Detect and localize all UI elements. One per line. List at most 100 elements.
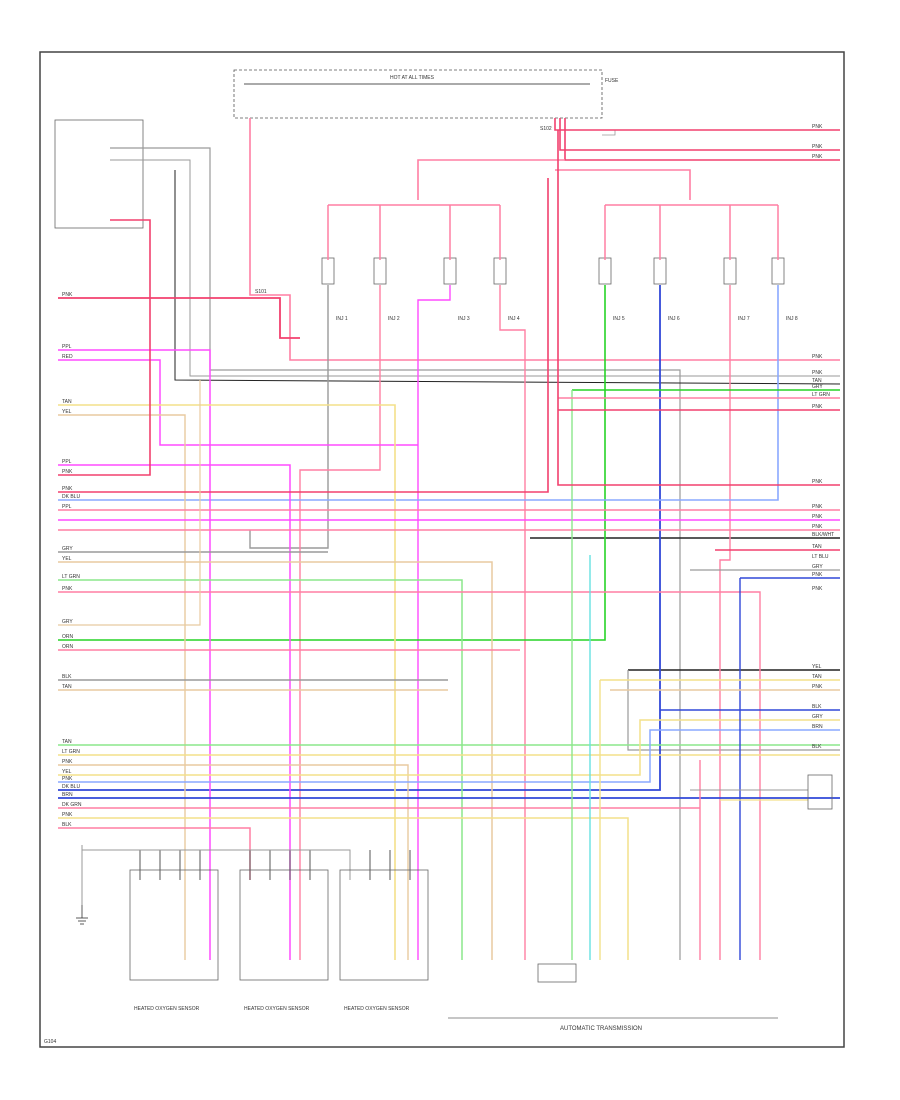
wire-color-label: BLK (812, 744, 822, 750)
diagram-border (39, 51, 845, 1048)
wire-color-label: ORN (62, 634, 74, 640)
wire-color-label: PNK (812, 124, 823, 130)
signal-wire (58, 178, 549, 493)
wire-color-label: PNK (62, 486, 73, 492)
harness-wire (627, 670, 840, 751)
signal-wire (58, 219, 151, 476)
oxygen-sensor-1-label: HEATED OXYGEN SENSOR (134, 1006, 200, 1012)
signal-wire (58, 764, 409, 960)
wire-color-label: BRN (812, 724, 823, 730)
wire-color-label: PNK (812, 354, 823, 360)
wire-color-label: TAN (62, 684, 72, 690)
injector-label: INJ 8 (786, 316, 798, 322)
injector-label: INJ 6 (668, 316, 680, 322)
signal-wire (58, 591, 761, 960)
wire-color-label: PNK (812, 404, 823, 410)
wire-color-label: PPL (62, 504, 72, 510)
wire-color-label: LT GRN (62, 749, 80, 755)
fuel-injector-icon (443, 257, 457, 285)
injector-label: INJ 1 (336, 316, 348, 322)
signal-wire (58, 817, 629, 960)
injector-signal-wire (58, 285, 606, 641)
right-module-box (807, 774, 833, 810)
wire-color-label: PPL (62, 459, 72, 465)
wire-color-label: GRY (812, 384, 823, 390)
fuel-injector-icon (493, 257, 507, 285)
power-feed-wire (249, 118, 840, 361)
transmission-label: AUTOMATIC TRANSMISSION (560, 1026, 642, 1032)
injector-label: INJ 2 (388, 316, 400, 322)
signal-wire (58, 827, 251, 880)
wire-color-label: GRY (62, 546, 73, 552)
signal-wire (58, 359, 418, 446)
wire-color-label: YEL (62, 556, 72, 562)
wire-color-label: GRY (812, 564, 823, 570)
harness-wire (174, 170, 841, 385)
power-feed-wire (559, 118, 840, 151)
wire-color-label: DK GRN (62, 802, 82, 808)
signal-wire (58, 380, 201, 626)
wire-color-label: PNK (812, 572, 823, 578)
splice-1-label: S101 (255, 289, 267, 295)
wire-color-label: BRN (62, 792, 73, 798)
signal-wire (58, 719, 840, 776)
wire-color-label: LT GRN (62, 574, 80, 580)
fuel-injector-icon (373, 257, 387, 285)
wire-color-label: BLK (812, 704, 822, 710)
injector-signal-wire (58, 285, 779, 501)
wire-color-label: TAN (62, 739, 72, 745)
wire-color-label: DK BLU (62, 784, 80, 790)
wire-color-label: PNK (62, 586, 73, 592)
diagram-id: G104 (44, 1039, 56, 1045)
wire-color-label: PNK (812, 479, 823, 485)
injector-signal-wire (58, 285, 661, 791)
signal-wire (58, 349, 211, 960)
injector-label: INJ 4 (508, 316, 520, 322)
power-feed-wire (417, 159, 565, 200)
wire-color-label: RED (62, 354, 73, 360)
right-labels: PNK PNK PNK PNK PNK TAN GRY LT GRN PNK PNK PNK PNK P… (812, 124, 834, 750)
wire-color-label: TAN (62, 399, 72, 405)
wire-color-label: TAN (812, 544, 822, 550)
wire-color-label: YEL (62, 769, 72, 775)
transmission-component (537, 963, 577, 983)
wire-color-label: PNK (62, 469, 73, 475)
fuel-injector-icon (598, 257, 612, 285)
fuel-injector-icon (653, 257, 667, 285)
wire-color-label: PNK (62, 776, 73, 782)
oxygen-sensor-1: HEATED OXYGEN SENSOR (129, 869, 219, 1012)
oxygen-sensor-2-label: HEATED OXYGEN SENSOR (244, 1006, 310, 1012)
wire-color-label: PNK (62, 812, 73, 818)
injector-label: INJ 5 (613, 316, 625, 322)
wire-color-label: PNK (62, 759, 73, 765)
wire-color-label: LT BLU (812, 554, 829, 560)
injector-signal-wire (719, 285, 731, 960)
wire-color-label: GRY (62, 619, 73, 625)
wire-color-label: DK BLU (62, 494, 80, 500)
signal-wire (58, 561, 493, 960)
signal-wire (58, 729, 840, 783)
harness-wire (602, 130, 616, 136)
wire-color-label: ORN (62, 644, 74, 650)
signal-wire (58, 464, 291, 960)
wire-color-label: PNK (812, 504, 823, 510)
oxygen-sensor-2: HEATED OXYGEN SENSOR (239, 869, 329, 1012)
fuse-block-outline (233, 69, 603, 119)
wire-color-label: LT GRN (812, 392, 830, 398)
wire-color-label: PNK (62, 292, 73, 298)
wire-color-label: YEL (62, 409, 72, 415)
wire-color-label: PPL (62, 344, 72, 350)
wire-color-label: PNK (812, 524, 823, 530)
wire-color-label: PNK (812, 514, 823, 520)
signal-wire (58, 414, 186, 960)
injector-signal-wire (499, 285, 526, 960)
ecm-connector-box (54, 119, 144, 229)
injector-signal-wire (299, 285, 381, 960)
wire-color-label: PNK (812, 684, 823, 690)
fuse-block-title: HOT AT ALL TIMES (390, 75, 435, 81)
wire-color-label: BLK (62, 674, 72, 680)
splice-2-label: S102 (540, 126, 552, 132)
wire-color-label: PNK (812, 370, 823, 376)
wire-layer (58, 118, 840, 960)
